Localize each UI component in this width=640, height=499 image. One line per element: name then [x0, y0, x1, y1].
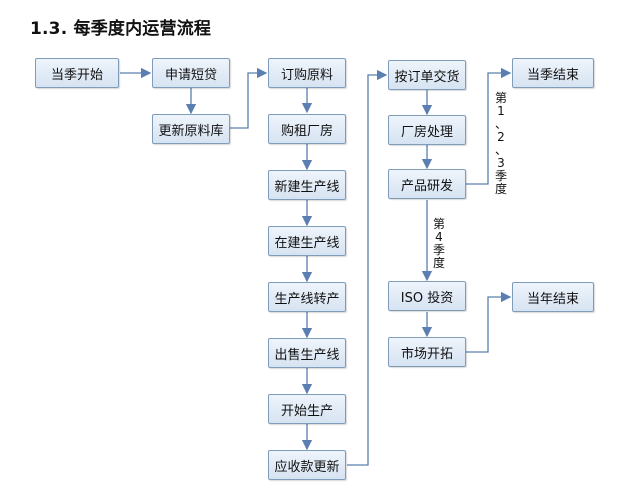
label-char: 2 — [497, 130, 505, 144]
node-deliver-order: 按订单交货 — [388, 60, 466, 90]
page-title: 1.3. 每季度内运营流程 — [30, 19, 212, 39]
label-char: 度 — [432, 256, 445, 270]
label-char: 度 — [494, 182, 507, 196]
node-start-production: 开始生产 — [268, 394, 346, 424]
label-char: 季 — [432, 243, 445, 257]
node-market-develop: 市场开拓 — [388, 337, 466, 367]
node-line-conversion: 生产线转产 — [268, 282, 346, 312]
node-product-rd: 产品研发 — [388, 169, 466, 199]
edge-rd-to-season-end — [465, 67, 512, 185]
edge-update-to-order — [229, 67, 268, 129]
edge-label-q123: 第 1 、 2 、 3 季 度 — [494, 92, 508, 196]
node-new-production-line: 新建生产线 — [268, 170, 346, 200]
node-sell-line: 出售生产线 — [268, 338, 346, 368]
node-factory-handling: 厂房处理 — [388, 115, 466, 145]
edge-label-q4: 第 4 季 度 — [432, 218, 446, 270]
node-year-end: 当年结束 — [512, 282, 594, 312]
label-char: 第 — [494, 91, 507, 105]
node-update-raw-material: 更新原料库 — [152, 114, 230, 144]
node-order-raw-material: 订购原料 — [268, 58, 346, 88]
node-apply-short-loan: 申请短贷 — [152, 58, 230, 88]
node-iso-invest: ISO 投资 — [388, 281, 466, 311]
label-char: 、 — [494, 117, 507, 131]
node-in-progress-line: 在建生产线 — [268, 226, 346, 256]
label-char: 、 — [494, 143, 507, 157]
node-receivable-update: 应收款更新 — [268, 450, 346, 480]
label-char: 3 — [497, 156, 505, 170]
edge-market-to-year-end — [465, 291, 512, 353]
label-char: 季 — [494, 169, 507, 183]
node-season-end: 当季结束 — [512, 58, 594, 88]
edge-receivable-to-deliver — [347, 69, 388, 466]
label-char: 1 — [497, 104, 505, 118]
node-buy-rent-factory: 购租厂房 — [268, 114, 346, 144]
label-char: 4 — [435, 230, 443, 244]
label-char: 第 — [432, 217, 445, 231]
node-season-start: 当季开始 — [35, 58, 119, 88]
